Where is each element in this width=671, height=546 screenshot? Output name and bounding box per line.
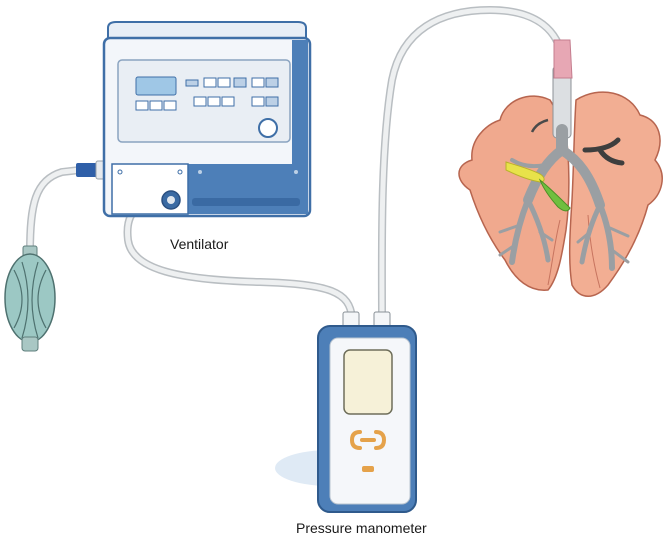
tube-bulb-to-ventilator — [26, 166, 84, 256]
pressure-manometer-label: Pressure manometer — [296, 520, 427, 536]
tube-ventilator-to-manometer — [123, 196, 356, 322]
lungs — [458, 39, 663, 297]
right-lung — [568, 91, 663, 297]
left-lung — [458, 95, 570, 291]
manometer-icon — [349, 430, 387, 450]
manometer-button — [362, 466, 374, 472]
ventilator-buttons — [135, 77, 279, 111]
ventilator-knob — [258, 118, 278, 138]
ventilator — [102, 21, 312, 218]
pressure-manometer — [275, 311, 417, 513]
dark-bronchus — [582, 137, 625, 166]
manometer-display — [343, 349, 393, 415]
ventilator-screen — [135, 76, 177, 96]
green-bronchus — [538, 178, 571, 212]
airway-tree — [498, 124, 630, 271]
squeeze-bulb — [4, 245, 56, 352]
ventilator-label: Ventilator — [170, 236, 229, 252]
yellow-bronchus — [505, 161, 545, 183]
